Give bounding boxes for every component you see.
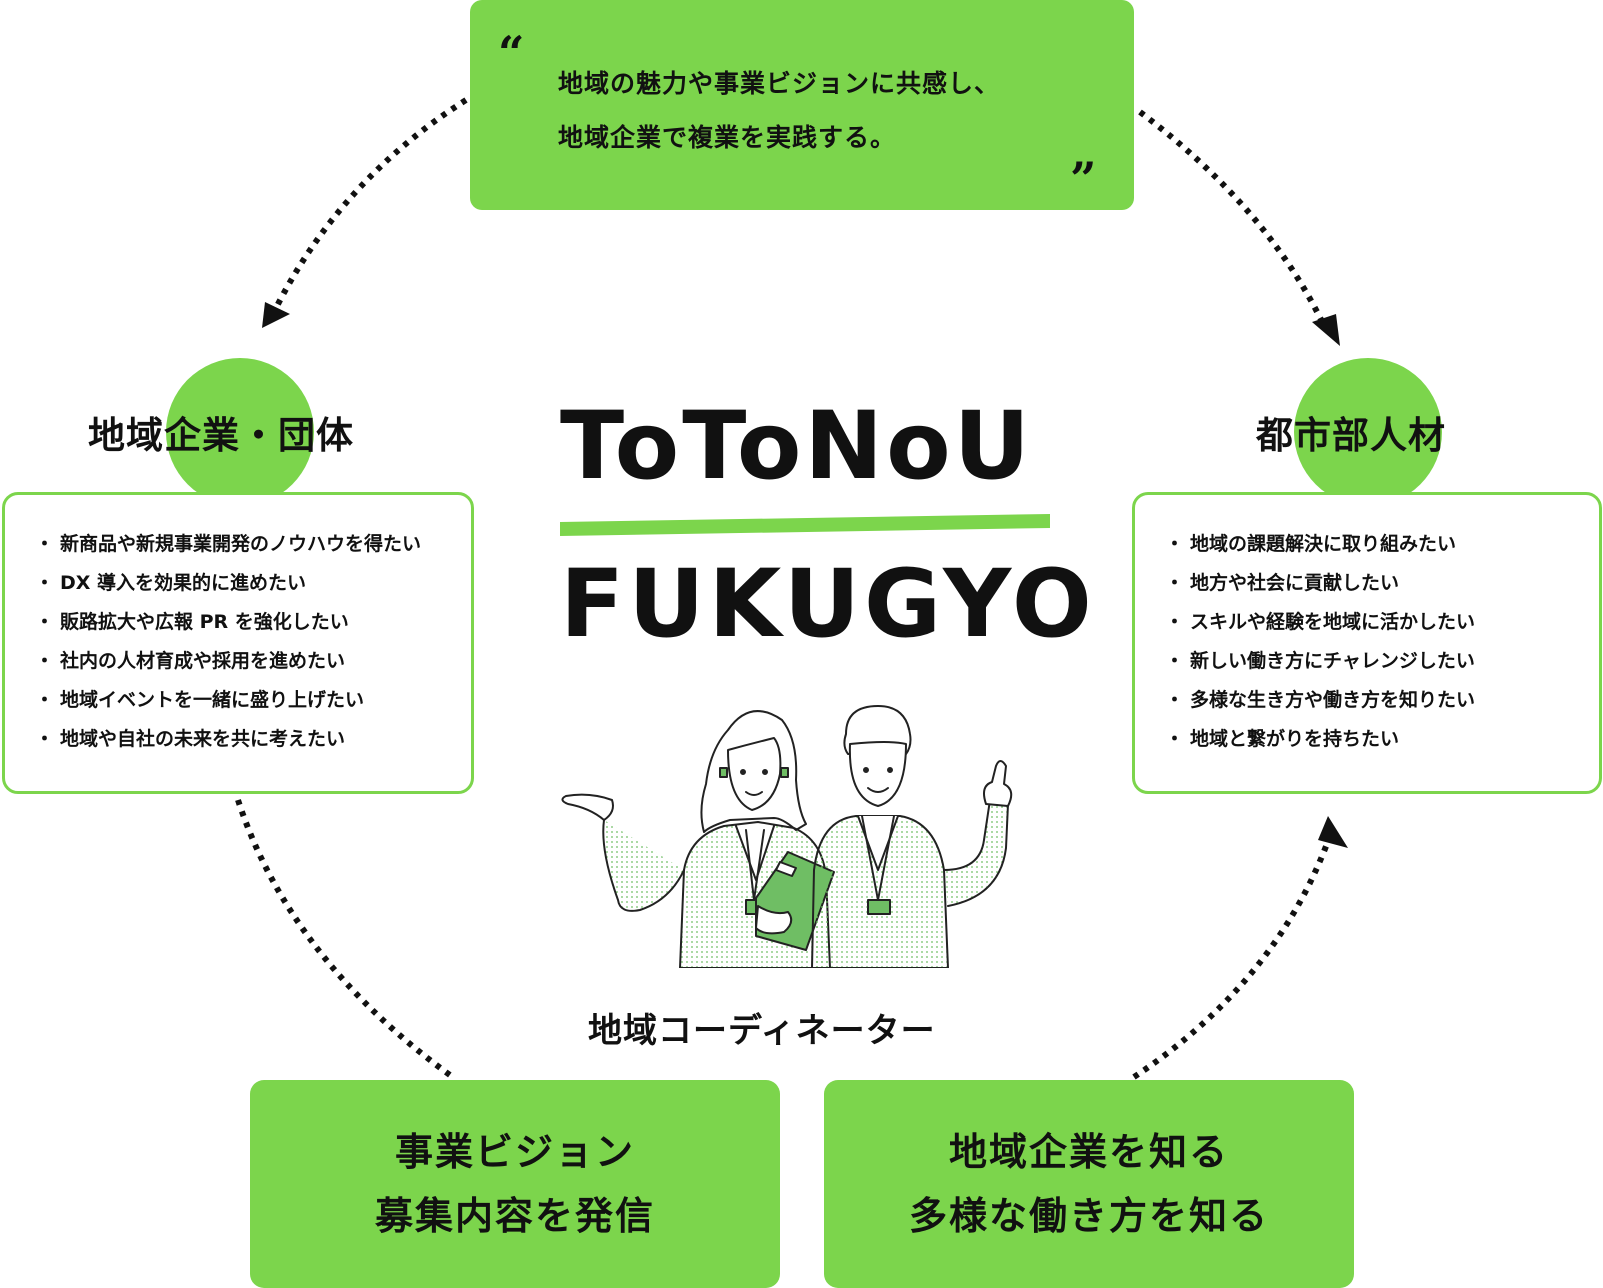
arrowhead-right	[1312, 314, 1340, 346]
logo-fukugyo: FUKUGYO	[560, 550, 1096, 659]
bottom-right-line-2: 多様な働き方を知る	[908, 1194, 1269, 1238]
woman-face	[727, 737, 782, 811]
list-item: ・地方や社会に貢献したい	[1165, 572, 1400, 594]
man-hand	[983, 760, 1013, 807]
list-item: ・地域の課題解決に取り組みたい	[1165, 533, 1457, 555]
two-coordinators-illustration	[561, 705, 1013, 968]
list-item: ・地域イベントを一緒に盛り上げたい	[35, 689, 365, 711]
left-heading-circle	[166, 358, 314, 506]
logo-underline	[560, 514, 1050, 536]
list-item: ・多様な生き方や働き方を知りたい	[1165, 689, 1476, 711]
bottom-left-line-2: 募集内容を発信	[374, 1194, 655, 1238]
bottom-right-line-1: 地域企業を知る	[948, 1130, 1229, 1174]
logo-totonou: ToToNoU	[560, 392, 1034, 501]
bottom-left-line-1: 事業ビジョン	[394, 1130, 635, 1174]
right-heading: 都市部人材	[1256, 414, 1446, 457]
list-item: ・地域と繋がりを持ちたい	[1165, 728, 1400, 750]
arrow-bottom-left	[235, 799, 456, 1081]
bottom-right-box: 地域企業を知る 多様な働き方を知る	[824, 1080, 1354, 1288]
mission-quote-box: “ 地域の魅力や事業ビジョンに共感し、 地域企業で複業を実践する。 ”	[470, 0, 1134, 210]
arrowhead-bottom-right	[1318, 816, 1348, 848]
close-quote-icon: ”	[1070, 152, 1097, 206]
arrow-top-right	[1138, 109, 1329, 332]
arrow-top-left	[272, 97, 468, 312]
arrowhead-left	[262, 302, 290, 328]
woman-arm	[602, 819, 685, 912]
list-item: ・DX 導入を効果的に進めたい	[35, 572, 307, 594]
list-item: ・社内の人材育成や採用を進めたい	[35, 650, 346, 672]
left-needs-list: ・新商品や新規事業開発のノウハウを得たい ・DX 導入を効果的に進めたい ・販路…	[2, 492, 474, 794]
coordinator-label: 地域コーディネーター	[588, 1011, 936, 1051]
right-heading-circle	[1294, 358, 1442, 506]
woman-hand	[561, 793, 614, 821]
quote-line-1: 地域の魅力や事業ビジョンに共感し、	[558, 69, 1001, 98]
quote-line-2: 地域企業で複業を実践する。	[558, 123, 897, 152]
open-quote-icon: “	[498, 26, 525, 80]
left-heading: 地域企業・団体	[88, 414, 354, 457]
bottom-left-box: 事業ビジョン 募集内容を発信	[250, 1080, 780, 1288]
list-item: ・スキルや経験を地域に活かしたい	[1165, 611, 1476, 633]
man-face	[848, 741, 907, 807]
arrow-bottom-right	[1132, 829, 1335, 1080]
list-item: ・新商品や新規事業開発のノウハウを得たい	[35, 533, 422, 555]
man-arm	[943, 799, 1009, 907]
list-item: ・新しい働き方にチャレンジしたい	[1165, 650, 1475, 672]
list-item: ・販路拡大や広報 PR を強化したい	[35, 611, 349, 633]
right-needs-list: ・地域の課題解決に取り組みたい ・地方や社会に貢献したい ・スキルや経験を地域に…	[1132, 492, 1602, 794]
list-item: ・地域や自社の未来を共に考えたい	[35, 728, 346, 750]
